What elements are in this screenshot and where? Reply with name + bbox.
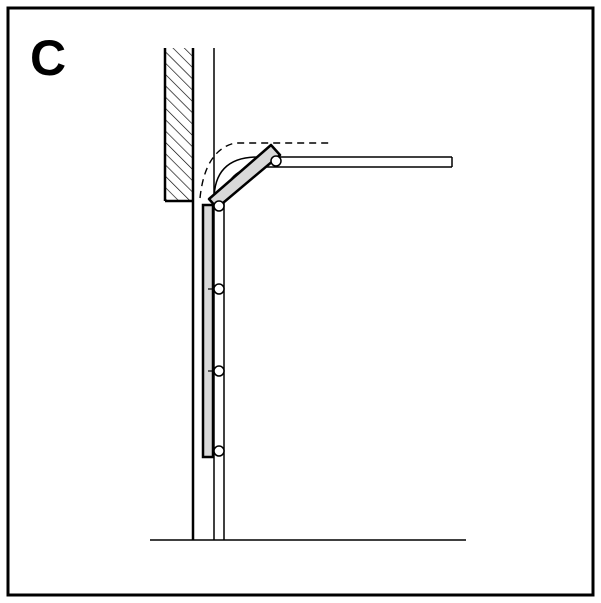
figure-border: [6, 6, 595, 597]
panel-label: C: [30, 30, 66, 86]
door-section-upper: [207, 143, 282, 210]
header-wall: [163, 48, 195, 203]
door-track: [213, 156, 453, 540]
roller: [213, 283, 225, 295]
door-rollers: [213, 155, 282, 457]
door-section-lower: [201, 203, 215, 459]
roller: [213, 365, 225, 377]
roller: [213, 200, 225, 212]
roller: [213, 445, 225, 457]
roller: [270, 155, 282, 167]
